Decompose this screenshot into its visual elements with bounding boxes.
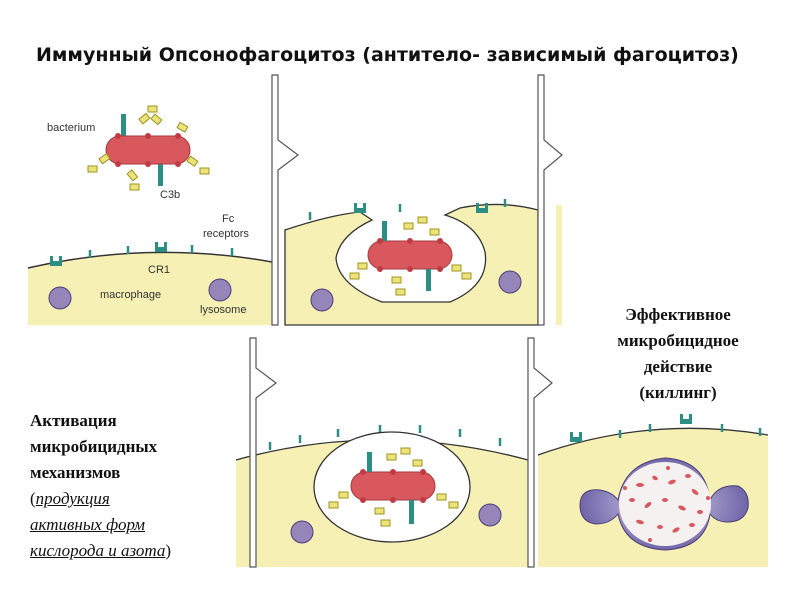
lysosome: [310, 288, 334, 312]
arrow-1: [271, 74, 299, 326]
lysosome-label: lysosome: [200, 304, 246, 316]
receptors-label: receptors: [203, 228, 249, 240]
arrow-2: [537, 74, 563, 326]
lysosome: [208, 278, 232, 302]
lysosome: [498, 270, 522, 294]
cr1-receptor-icon: [680, 414, 692, 424]
lysosome: [478, 503, 502, 527]
arrow-3: [249, 337, 277, 568]
bacterial-debris: [623, 466, 710, 542]
panel-1-opsonization: bacterium C3b Fc receptors CR1 macrophag…: [27, 105, 273, 325]
panel-1-cell: [28, 252, 272, 325]
c3b-label: C3b: [160, 189, 180, 201]
bacterium-opsonized: [87, 105, 210, 191]
panel-4-killing: [537, 414, 769, 567]
bacterium-label: bacterium: [47, 122, 95, 134]
activation-note: Активация микробицидных механизмов (прод…: [30, 411, 172, 560]
arrow-4: [527, 337, 553, 568]
bacterium-ingested: [328, 447, 459, 527]
effective-killing-note: Эффективное микробицидное действие (килл…: [617, 305, 739, 402]
panel-2-engulfment: [284, 199, 539, 326]
bacterium-engulfing: [349, 216, 472, 296]
lysosome: [290, 520, 314, 544]
cr1-label: CR1: [148, 264, 170, 276]
macrophage-label: macrophage: [100, 289, 161, 301]
fc-receptor-marks: [88, 245, 234, 258]
cr1-receptor-icon: [570, 432, 582, 442]
lysosome: [48, 286, 72, 310]
cr1-receptor-icon: [354, 203, 366, 213]
fc-label: Fc: [222, 213, 235, 225]
cr1-receptor-icon: [155, 242, 167, 252]
cr1-receptor-icon: [50, 256, 62, 266]
panel-3-phagosome: [235, 425, 529, 567]
page-title: Иммунный Опсонофагоцитоз (антитело- зави…: [36, 44, 739, 66]
cr1-receptor-icon: [476, 203, 488, 213]
